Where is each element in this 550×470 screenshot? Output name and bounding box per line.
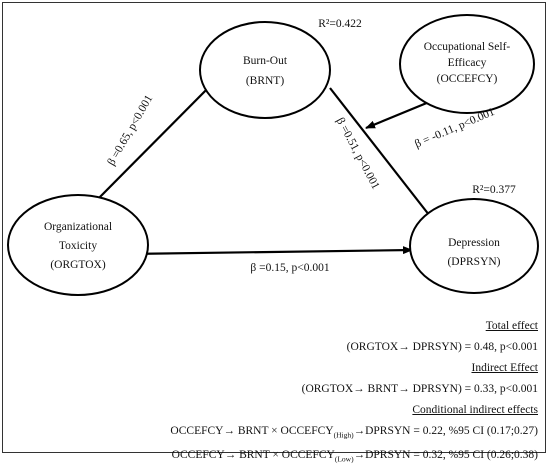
total-effect-value: (ORGTOX→ DPRSYN) = 0.48, p<0.001 [346,341,538,353]
node-burnout: Burn-Out (BRNT) [199,21,331,119]
toxicity-label-line1: Organizational [44,221,112,233]
arrow-toxicity-to-burnout [91,73,223,206]
toxicity-label-line3: (ORGTOX) [50,259,106,271]
depression-label-line2: (DPRSYN) [447,256,500,268]
r2-depression: R²=0.377 [472,184,516,196]
cond-high-subscript: (High) [333,430,354,440]
cond-low-part-a: OCCEFCY→ BRNT × OCCEFCY [171,449,335,462]
node-toxicity: Organizational Toxicity (ORGTOX) [7,194,149,296]
indirect-effect-header: Indirect Effect [471,362,538,374]
cond-high-part-b: →DPRSYN = 0.22, %95 CI (0.17;0.27) [353,425,538,437]
cond-high-part-a: OCCEFCY→ BRNT × OCCEFCY [170,425,334,437]
coef-toxicity-depression: β =0.15, p<0.001 [250,262,329,274]
indirect-effect-value: (ORGTOX→ BRNT→ DPRSYN) = 0.33, p<0.001 [301,383,538,395]
cond-low-part-b: →DPRSYN = 0.32, %95 CI (0.26;0.38) [353,449,538,462]
toxicity-label-line2: Toxicity [59,240,97,252]
node-depression: Depression (DPRSYN) [409,198,539,294]
depression-label-line1: Depression [448,237,500,249]
path-diagram: Burn-Out (BRNT) Occupational Self- Effic… [7,14,539,296]
conditional-effects-header: Conditional indirect effects [412,404,538,416]
arrow-efficacy-to-path [365,98,435,130]
conditional-effect-high: OCCEFCY→ BRNT × OCCEFCY(High)→DPRSYN = 0… [170,421,538,445]
conditional-effect-low: OCCEFCY→ BRNT × OCCEFCY(Low)→DPRSYN = 0.… [170,445,538,469]
effects-summary: Total effect (ORGTOX→ DPRSYN) = 0.48, p<… [170,316,538,470]
arrow-toxicity-to-depression [126,246,413,256]
total-effect-header: Total effect [485,320,538,332]
figure-frame [2,2,546,453]
r2-burnout: R²=0.422 [318,18,362,30]
burnout-label-line1: Burn-Out [243,55,288,67]
efficacy-label-line1: Occupational Self- [424,41,511,53]
arrow-burnout-to-depression [329,87,434,221]
coef-toxicity-burnout: β =0.65, p<0.001 [105,93,155,168]
coef-burnout-depression: β =0.51, p<0.001 [334,116,382,192]
efficacy-label-line3: (OCCEFCY) [437,73,498,85]
node-efficacy: Occupational Self- Efficacy (OCCEFCY) [399,14,535,114]
efficacy-label-line2: Efficacy [448,57,487,69]
burnout-label-line2: (BRNT) [246,75,285,87]
cond-low-subscript: (Low) [334,454,354,464]
